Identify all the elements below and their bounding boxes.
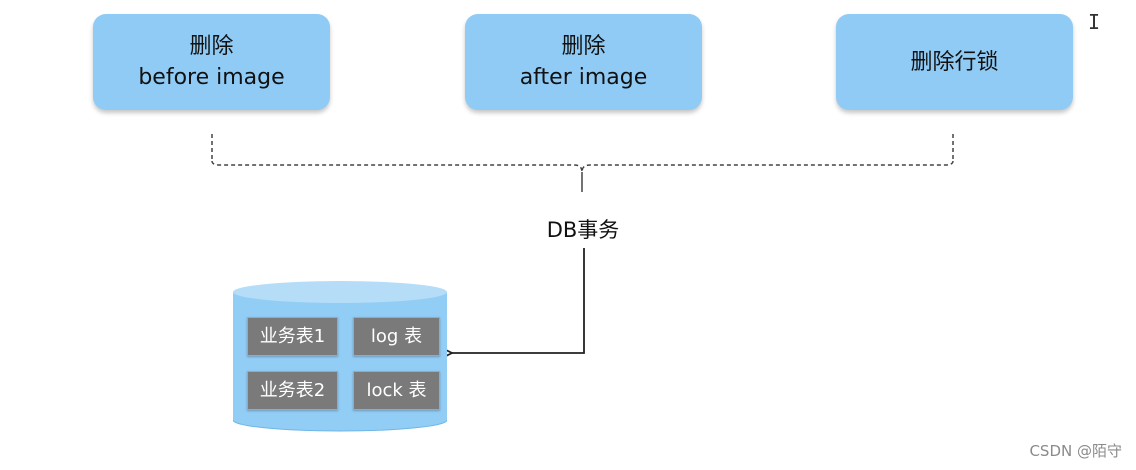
- step-box-before-image: 删除 before image: [93, 14, 330, 110]
- text-cursor-icon: I: [1088, 10, 1101, 34]
- step-box-before-image-line1: 删除: [189, 34, 234, 59]
- table-chip-business-1: 业务表1: [247, 317, 338, 356]
- step-box-row-lock: 删除行锁: [836, 14, 1073, 110]
- step-box-after-image: 删除 after image: [465, 14, 702, 110]
- step-box-row-lock-line1: 删除行锁: [910, 49, 999, 75]
- database-cylinder: 业务表1 log 表 业务表2 lock 表: [233, 280, 447, 432]
- step-box-after-image-line2: after image: [519, 65, 648, 90]
- step-box-before-image-line2: before image: [138, 65, 285, 90]
- table-chip-business-2: 业务表2: [247, 371, 338, 410]
- step-box-after-image-line1: 删除: [561, 34, 606, 59]
- brace-horizontal: [211, 160, 954, 173]
- table-chip-log: log 表: [353, 317, 440, 356]
- watermark: CSDN @陌守: [1029, 442, 1122, 460]
- arrow-to-database: [452, 248, 585, 353]
- table-chip-lock: lock 表: [353, 371, 440, 410]
- db-transaction-label: DB事务: [546, 218, 620, 242]
